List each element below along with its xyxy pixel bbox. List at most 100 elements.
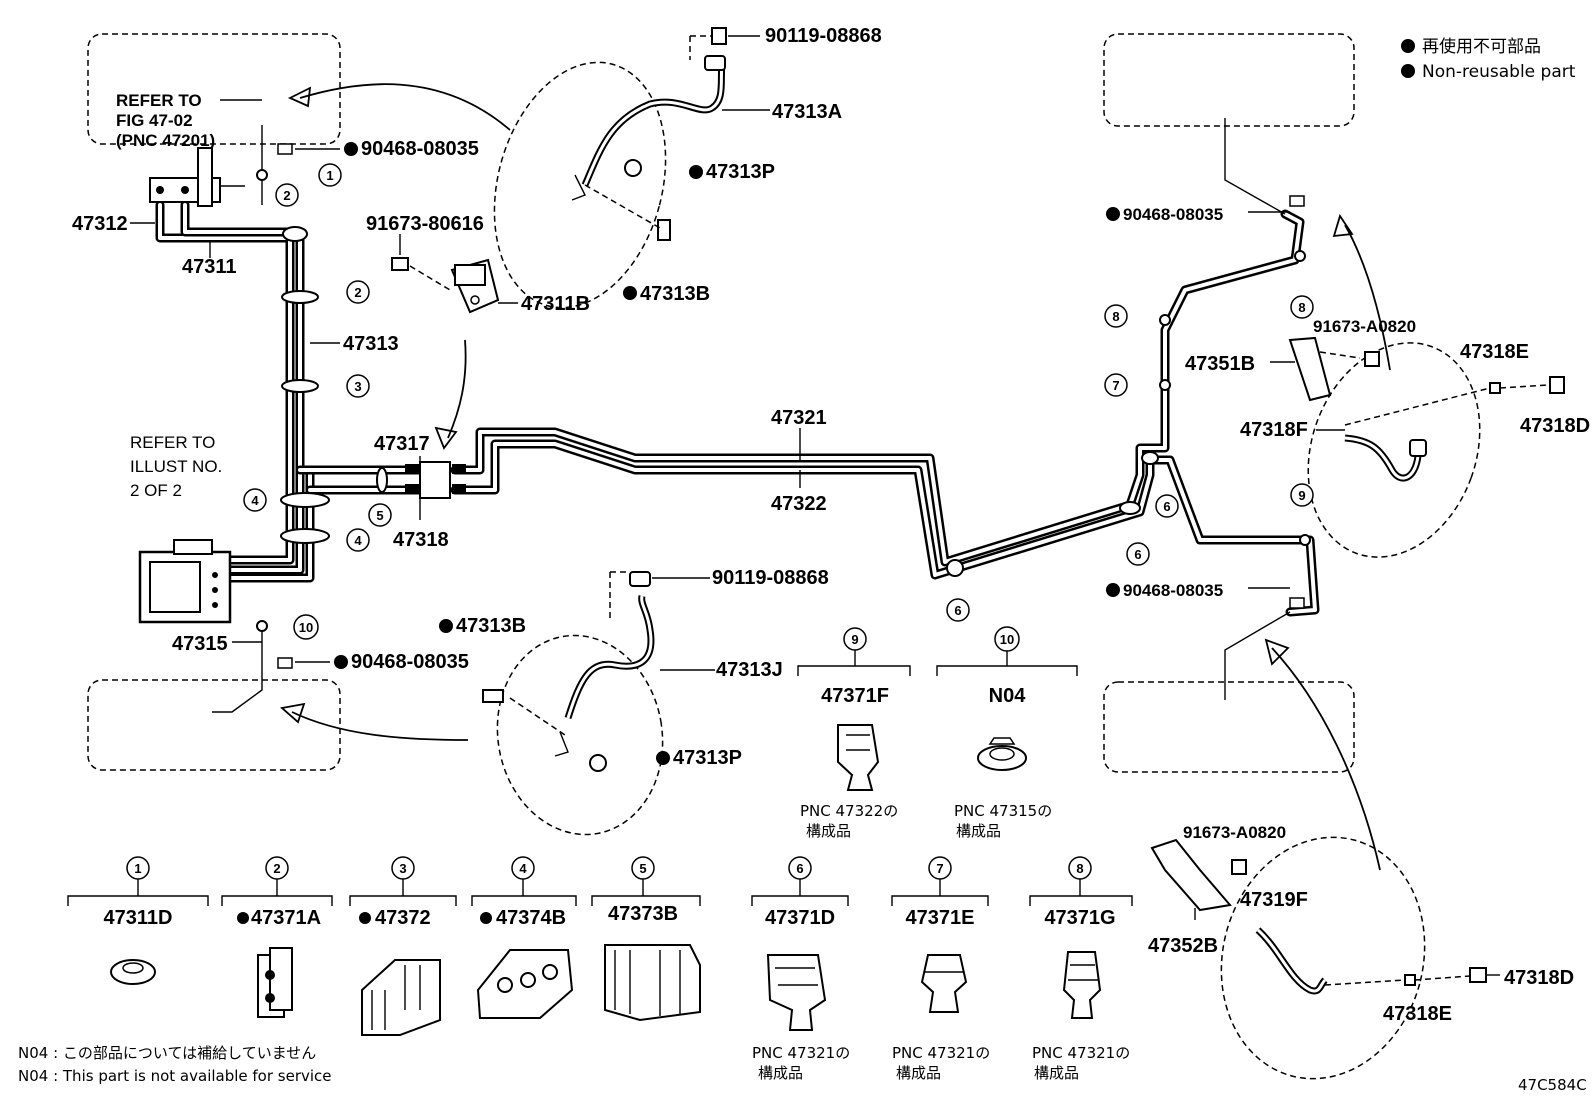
svg-text:5: 5 bbox=[376, 508, 383, 523]
part-item-47372: 3 47372 bbox=[349, 856, 457, 1036]
part-note-6-line2: 構成品 bbox=[758, 1064, 803, 1082]
svg-text:4: 4 bbox=[251, 493, 259, 508]
callout-47313a: 47313A bbox=[772, 101, 842, 123]
part-item-47371g: 8 47371G PNC 47321の 構成品 bbox=[1029, 856, 1133, 1082]
svg-text:7: 7 bbox=[936, 861, 943, 876]
kit-note-10-line1: PNC 47315の bbox=[954, 802, 1052, 820]
clip-47371e-icon bbox=[920, 954, 968, 1013]
bottom-parts-row: 1 47311D 2 47371A 3 47372 bbox=[67, 856, 1133, 1082]
svg-text:1: 1 bbox=[134, 861, 141, 876]
callout-47318e-b: 47318E bbox=[1383, 1003, 1452, 1025]
pipe-clamps bbox=[256, 169, 1311, 632]
union-bolt-icon bbox=[1549, 376, 1565, 394]
nonreusable-dot-icon bbox=[1401, 39, 1415, 53]
clip-47371g-icon bbox=[1062, 951, 1102, 1019]
part-item-47371e: 7 47371E PNC 47321の 構成品 bbox=[891, 856, 990, 1082]
svg-text:7: 7 bbox=[1112, 378, 1119, 393]
circle-6: 6 bbox=[946, 598, 970, 622]
callout-47313p-top: 47313P bbox=[706, 161, 775, 183]
number-circles: 1 2 2 3 4 4 5 10 6 6 6 8 7 8 9 bbox=[243, 163, 1314, 640]
nonreusable-dot-icon bbox=[359, 912, 371, 924]
gasket-icon bbox=[1489, 382, 1501, 394]
union-47317-icon bbox=[405, 461, 466, 499]
nonreusable-dot-icon bbox=[344, 142, 358, 156]
front-left-hose-detail bbox=[493, 27, 727, 309]
svg-text:2: 2 bbox=[273, 861, 280, 876]
callout-47318: 47318 bbox=[393, 529, 449, 551]
circle-1: 1 bbox=[318, 163, 342, 187]
clip-47371d-icon bbox=[766, 954, 827, 1031]
part-item-47374b: 4 47374B bbox=[471, 856, 577, 1019]
rear-left-box bbox=[87, 679, 341, 771]
callout-47313b-bot: 47313B bbox=[456, 615, 526, 637]
bracket-47352b-icon bbox=[1150, 838, 1232, 912]
clamp-47374b-icon bbox=[476, 949, 574, 1019]
right-rear-hose-detail bbox=[1150, 836, 1487, 1080]
part-label-47371g: 47371G bbox=[1044, 907, 1115, 929]
front-right-box bbox=[1103, 33, 1355, 127]
grommet-n04-icon bbox=[977, 737, 1027, 771]
wheel-boxes bbox=[87, 33, 1355, 773]
part-label-47371d: 47371D bbox=[765, 907, 835, 929]
refer-illust-line2: ILLUST NO. bbox=[130, 457, 222, 476]
right-front-hose-detail bbox=[1288, 336, 1565, 558]
plug-symbols bbox=[277, 143, 1305, 669]
callout-90468-08035-b: 90468-08035 bbox=[351, 651, 469, 673]
callout-47319f: 47319F bbox=[1240, 889, 1308, 911]
svg-text:8: 8 bbox=[1298, 300, 1305, 315]
nonreusable-dot-icon bbox=[334, 655, 348, 669]
kit-note-10-line2: 構成品 bbox=[956, 822, 1001, 840]
rear-right-box bbox=[1103, 681, 1355, 773]
callout-47318d-b: 47318D bbox=[1504, 967, 1574, 989]
part-label-47373b: 47373B bbox=[608, 903, 678, 925]
callout-90468-08035-c: 90468-08035 bbox=[1123, 205, 1223, 224]
gasket-icon bbox=[1404, 974, 1416, 986]
callout-90468-08035-a: 90468-08035 bbox=[361, 138, 479, 160]
clamp-47371a-icon bbox=[257, 947, 293, 1018]
circle-8: 8 bbox=[1104, 304, 1128, 328]
callout-47322: 47322 bbox=[771, 493, 827, 515]
svg-text:8: 8 bbox=[1112, 309, 1119, 324]
union-bolt-icon bbox=[1469, 967, 1487, 983]
svg-text:6: 6 bbox=[796, 861, 803, 876]
nonreusable-dot-icon bbox=[623, 286, 637, 300]
callout-47318f: 47318F bbox=[1240, 419, 1308, 441]
circle-7: 7 bbox=[1104, 373, 1128, 397]
gasket-icon bbox=[624, 159, 642, 177]
part-label-47374b: 47374B bbox=[496, 907, 566, 929]
svg-text:6: 6 bbox=[954, 603, 961, 618]
svg-text:10: 10 bbox=[299, 620, 313, 635]
callout-47311b: 47311B bbox=[521, 293, 590, 315]
circle-4: 4 bbox=[346, 528, 370, 552]
kit-note-9-line1: PNC 47322の bbox=[800, 802, 898, 820]
nonreusable-dot-icon bbox=[689, 165, 703, 179]
kit-item-10: 10 N04 PNC 47315の 構成品 bbox=[936, 626, 1078, 840]
rear-left-hose-detail bbox=[482, 571, 664, 836]
front-left-box bbox=[87, 33, 341, 145]
svg-text:3: 3 bbox=[399, 861, 406, 876]
nonreusable-dot-icon bbox=[1106, 583, 1120, 597]
master-cylinder-icon bbox=[149, 147, 245, 207]
circle-2: 2 bbox=[346, 280, 370, 304]
circle-5: 5 bbox=[368, 503, 392, 527]
part-note-7-line1: PNC 47321の bbox=[892, 1044, 990, 1062]
bracket-47351b-icon bbox=[1288, 336, 1332, 402]
callout-47351b: 47351B bbox=[1185, 353, 1255, 375]
nonreusable-dot-icon bbox=[480, 912, 492, 924]
part-label-47372: 47372 bbox=[375, 907, 431, 929]
callout-47312: 47312 bbox=[72, 213, 128, 235]
leader-lines bbox=[130, 35, 1500, 976]
part-label-47371a: 47371A bbox=[251, 907, 321, 929]
refer-illust-line3: 2 OF 2 bbox=[130, 481, 182, 500]
footnote-en: N04 : This part is not available for ser… bbox=[18, 1067, 332, 1085]
bolt-icon bbox=[657, 219, 671, 241]
callout-90119-08868-bot: 90119-08868 bbox=[712, 567, 829, 589]
refer-illust-line1: REFER TO bbox=[130, 433, 215, 452]
kit-part-47371f: 47371F bbox=[821, 685, 889, 707]
part-note-6-line1: PNC 47321の bbox=[752, 1044, 850, 1062]
bolt-icon bbox=[1231, 859, 1247, 875]
part-item-47371d: 6 47371D PNC 47321の 構成品 bbox=[751, 856, 850, 1082]
nonreusable-dot-icon bbox=[656, 751, 670, 765]
clamp-47373b-icon bbox=[604, 944, 701, 1022]
